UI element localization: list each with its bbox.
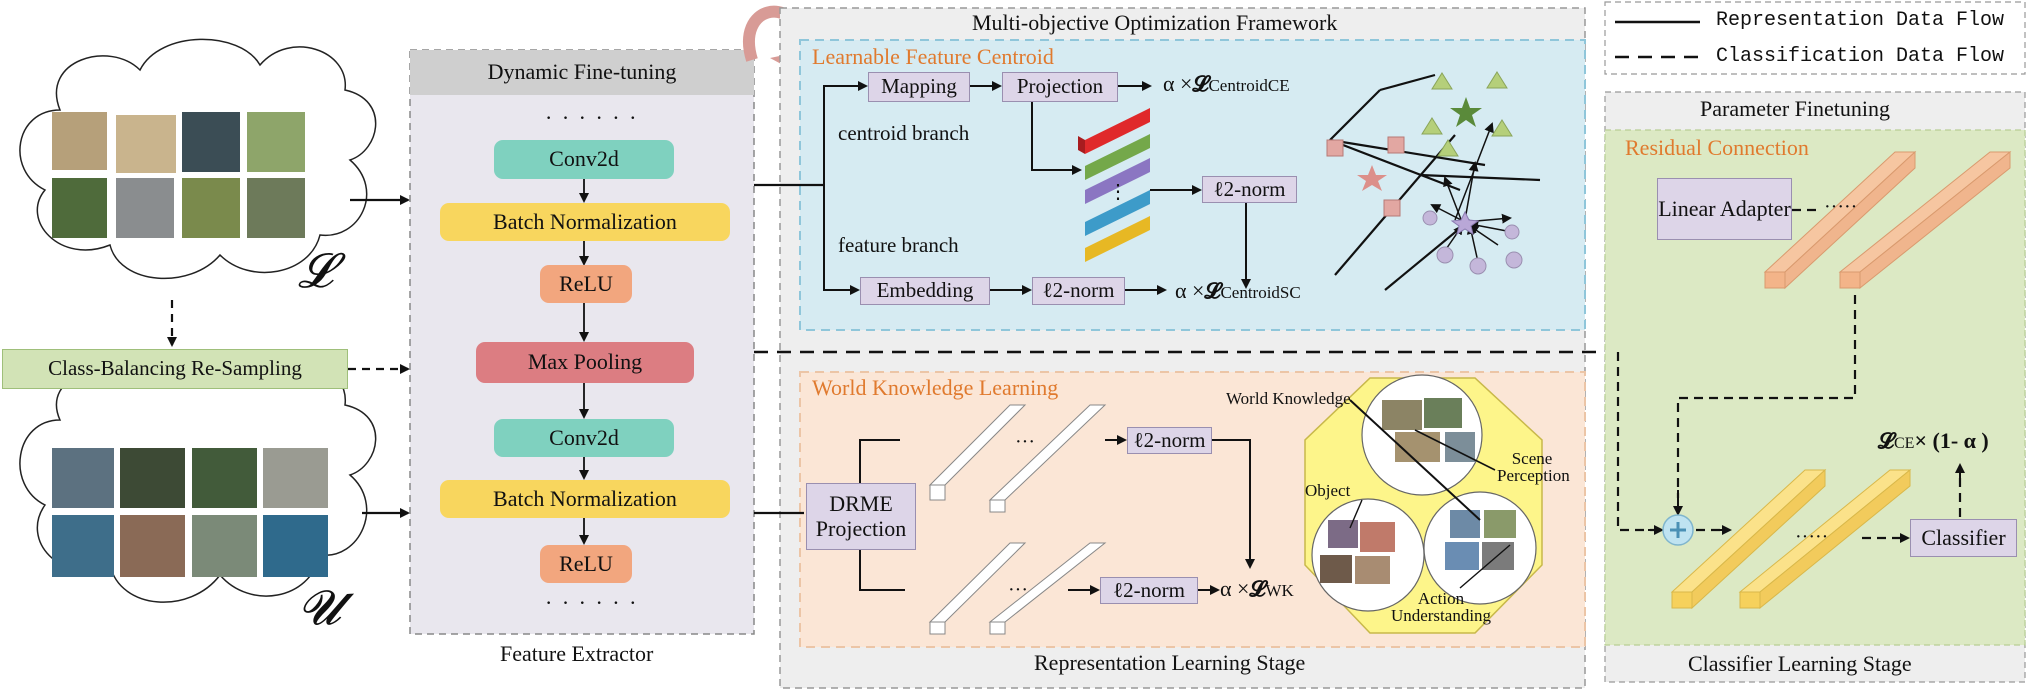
relu-layer-2: ReLU xyxy=(540,545,632,583)
centroid-ce-subscript: CentroidCE xyxy=(1208,76,1290,95)
moo-title: Multi-objective Optimization Framework xyxy=(972,10,1338,35)
residual-add-icon xyxy=(1662,514,1694,546)
action-understanding-label: Action Understanding xyxy=(1390,589,1492,625)
max-pooling-layer: Max Pooling xyxy=(476,342,694,383)
feature-extractor-caption: Feature Extractor xyxy=(500,641,654,666)
adapter-feature-slabs xyxy=(1763,150,2012,290)
feature-l2norm-box: ℓ2-norm xyxy=(1032,277,1125,305)
centroid-sc-prefix: α × xyxy=(1175,278,1205,303)
ce-loss-symbol: 𝓛 xyxy=(1878,428,1894,453)
mapping-box: Mapping xyxy=(868,72,970,102)
wk-upper-l2norm-box: ℓ2-norm xyxy=(1127,427,1212,454)
wk-loss: α ×𝓛WK xyxy=(1220,578,1294,600)
conv2d-layer-1: Conv2d xyxy=(494,140,674,179)
wk-loss-subscript: WK xyxy=(1265,581,1294,600)
extractor-dots-bottom: · · · · · · xyxy=(545,590,639,615)
wk-feature-slabs-lower xyxy=(928,542,1107,635)
batch-norm-layer-1: Batch Normalization xyxy=(440,203,730,241)
legend-panel xyxy=(1604,1,2026,75)
wk-loss-prefix: α × xyxy=(1220,576,1250,601)
class-balancing-resampling-box: Class-Balancing Re-Sampling xyxy=(2,349,348,389)
linear-adapter-box: Linear Adapter xyxy=(1657,178,1792,240)
centroid-branch-label: centroid branch xyxy=(838,121,970,145)
wk-loss-symbol: 𝓛 xyxy=(1249,576,1266,601)
centroid-ce-prefix: α × xyxy=(1163,71,1193,96)
classifier-dots: ····· xyxy=(1795,526,1829,548)
centroid-vector-vdots: ⋮ xyxy=(1108,181,1128,203)
centroid-sc-symbol: 𝓛 xyxy=(1204,278,1221,303)
adapter-dots: ····· xyxy=(1824,196,1858,218)
wk-lower-dots: ··· xyxy=(1008,579,1028,601)
legend-classification-label: Classification Data Flow xyxy=(1716,45,2005,68)
scene-perception-label: Scene Perception xyxy=(1497,449,1570,485)
wk-feature-slabs-upper xyxy=(928,404,1107,513)
world-knowledge-octagon xyxy=(1304,374,1543,634)
labeled-image-grid xyxy=(52,112,305,238)
extractor-dots-top: · · · · · · xyxy=(545,105,639,130)
ce-loss-subscript: CE xyxy=(1894,435,1915,452)
centroid-l2norm-box: ℓ2-norm xyxy=(1202,176,1297,203)
unlabeled-image-grid xyxy=(52,448,328,577)
centroid-title: Learnable Feature Centroid xyxy=(812,44,1054,69)
relu-layer-1: ReLU xyxy=(540,265,632,303)
representation-stage-caption: Representation Learning Stage xyxy=(1034,650,1306,675)
dynamic-finetuning-header: Dynamic Fine-tuning xyxy=(487,59,677,85)
feature-branch-label: feature branch xyxy=(838,233,959,257)
centroid-sc-loss: α ×𝓛CentroidSC xyxy=(1175,280,1301,302)
residual-connection-title: Residual Connection xyxy=(1625,135,1809,160)
classifier-stage-caption: Classifier Learning Stage xyxy=(1688,651,1912,676)
projection-box: Projection xyxy=(1002,72,1118,102)
world-knowledge-label: World Knowledge xyxy=(1226,389,1351,408)
embedding-box: Embedding xyxy=(860,277,990,305)
object-label: Object xyxy=(1305,481,1351,500)
unlabeled-set-symbol: 𝓤 xyxy=(298,582,341,635)
wk-lower-l2norm-box: ℓ2-norm xyxy=(1100,577,1198,604)
parameter-finetuning-header: Parameter Finetuning xyxy=(1700,96,1891,121)
ce-loss-suffix: × (1- α ) xyxy=(1914,428,1989,453)
world-knowledge-title: World Knowledge Learning xyxy=(812,375,1059,400)
conv2d-layer-2: Conv2d xyxy=(494,419,674,457)
legend-representation-label: Representation Data Flow xyxy=(1716,9,2005,32)
centroid-ce-loss: α ×𝓛CentroidCE xyxy=(1163,73,1290,95)
drme-projection-box: DRME Projection xyxy=(806,483,916,550)
ce-loss: 𝓛CE× (1- α ) xyxy=(1878,430,1989,452)
wk-upper-dots: ··· xyxy=(1015,431,1035,453)
classifier-feature-slabs xyxy=(1670,468,1912,610)
centroid-sc-subscript: CentroidSC xyxy=(1220,283,1301,302)
labeled-set-symbol: 𝓛 xyxy=(298,245,333,298)
batch-norm-layer-2: Batch Normalization xyxy=(440,480,730,518)
centroid-ce-symbol: 𝓛 xyxy=(1192,71,1209,96)
centroid-vector-stack xyxy=(1078,108,1150,262)
classifier-box: Classifier xyxy=(1910,519,2017,557)
